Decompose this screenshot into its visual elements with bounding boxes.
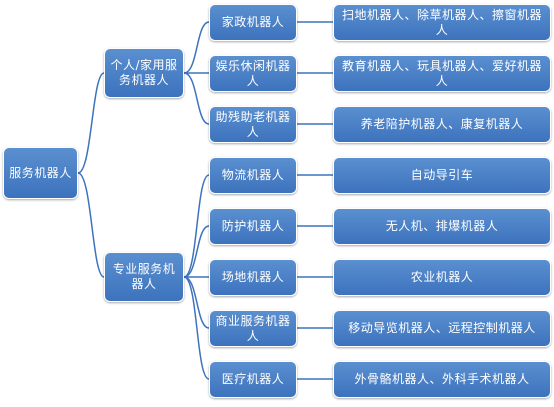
category-node: 场地机器人 xyxy=(209,259,297,296)
category-label: 防护机器人 xyxy=(221,219,285,233)
group-label: 专业服务机器人 xyxy=(112,262,176,291)
category-node: 家政机器人 xyxy=(209,4,297,41)
detail-node: 扫地机器人、除草机器人、擦窗机器人 xyxy=(333,4,551,41)
detail-node: 无人机、排爆机器人 xyxy=(333,208,551,245)
category-label: 医疗机器人 xyxy=(221,372,285,386)
connector-group-category xyxy=(183,174,210,278)
detail-label: 外骨骼机器人、外科手术机器人 xyxy=(354,372,530,386)
group-node-professional: 专业服务机器人 xyxy=(104,252,184,302)
connector-group-category xyxy=(183,21,210,74)
category-label: 物流机器人 xyxy=(221,168,285,182)
detail-node: 养老陪护机器人、康复机器人 xyxy=(333,106,551,143)
detail-label: 教育机器人、玩具机器人、爱好机器人 xyxy=(341,58,542,88)
category-label: 场地机器人 xyxy=(221,270,285,284)
group-node-personal: 个人/家用服务机器人 xyxy=(104,48,184,98)
connector-group-category xyxy=(183,225,210,278)
category-label: 助残助老机器人 xyxy=(215,109,291,139)
detail-label: 农业机器人 xyxy=(410,270,474,284)
detail-label: 移动导览机器人、远程控制机器人 xyxy=(348,321,536,335)
category-node: 商业服务机器人 xyxy=(209,310,297,347)
detail-label: 养老陪护机器人、康复机器人 xyxy=(360,117,524,131)
category-label: 娱乐休闲机器人 xyxy=(215,58,291,88)
connector-group-category xyxy=(183,72,210,125)
category-node: 防护机器人 xyxy=(209,208,297,245)
detail-label: 无人机、排爆机器人 xyxy=(385,219,499,233)
category-node: 助残助老机器人 xyxy=(209,106,297,143)
detail-label: 扫地机器人、除草机器人、擦窗机器人 xyxy=(341,7,542,37)
category-node: 娱乐休闲机器人 xyxy=(209,55,297,92)
detail-label: 自动导引车 xyxy=(410,168,474,182)
detail-node: 教育机器人、玩具机器人、爱好机器人 xyxy=(333,55,551,92)
detail-node: 移动导览机器人、远程控制机器人 xyxy=(333,310,551,347)
detail-node: 自动导引车 xyxy=(333,157,551,194)
connector-root-group xyxy=(77,172,105,278)
category-node: 医疗机器人 xyxy=(209,361,297,398)
category-label: 商业服务机器人 xyxy=(215,313,291,343)
detail-node: 农业机器人 xyxy=(333,259,551,296)
root-label: 服务机器人 xyxy=(9,165,72,180)
detail-node: 外骨骼机器人、外科手术机器人 xyxy=(333,361,551,398)
category-label: 家政机器人 xyxy=(221,15,285,29)
group-label: 个人/家用服务机器人 xyxy=(110,58,178,87)
connector-root-group xyxy=(77,72,105,174)
category-node: 物流机器人 xyxy=(209,157,297,194)
root-node: 服务机器人 xyxy=(3,147,78,199)
connector-group-category xyxy=(183,276,210,380)
